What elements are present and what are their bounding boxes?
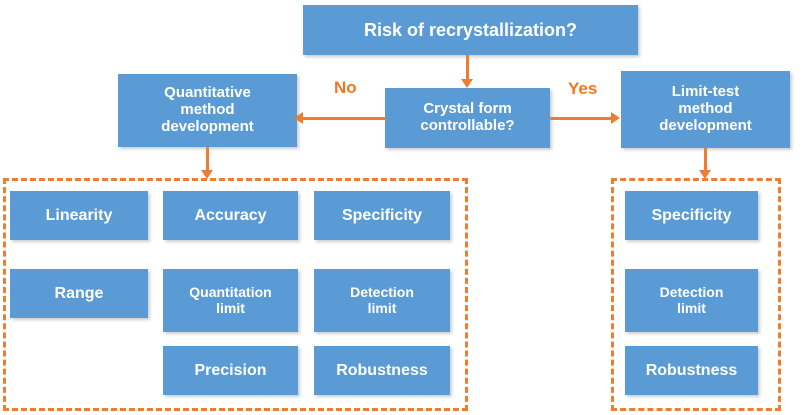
connector-limit-test-to-group bbox=[704, 148, 707, 171]
arrowhead-yes-branch bbox=[611, 112, 620, 124]
arrowhead-no-branch bbox=[294, 112, 303, 124]
node-range[interactable]: Range bbox=[10, 269, 148, 318]
node-linearity[interactable]: Linearity bbox=[10, 191, 148, 240]
node-detection-limit-limit-test[interactable]: Detection limit bbox=[625, 269, 758, 332]
node-risk-of-recrystallization[interactable]: Risk of recrystallization? bbox=[303, 5, 638, 55]
connector-root-to-decision bbox=[466, 55, 469, 80]
group-limit-test-validation-parameters bbox=[611, 178, 781, 411]
edge-label-no: No bbox=[334, 78, 357, 97]
node-specificity-quantitative[interactable]: Specificity bbox=[314, 191, 450, 240]
node-precision[interactable]: Precision bbox=[163, 346, 298, 395]
node-specificity-limit-test[interactable]: Specificity bbox=[625, 191, 758, 240]
connector-yes-branch bbox=[550, 117, 612, 120]
node-accuracy[interactable]: Accuracy bbox=[163, 191, 298, 240]
connector-no-branch bbox=[303, 117, 386, 120]
edge-label-yes: Yes bbox=[568, 79, 598, 98]
arrowhead-quantitative-to-group bbox=[201, 170, 213, 179]
arrowhead-root-to-decision bbox=[461, 79, 473, 88]
node-robustness-limit-test[interactable]: Robustness bbox=[625, 346, 758, 395]
node-crystal-form-controllable[interactable]: Crystal form controllable? bbox=[385, 88, 550, 148]
arrowhead-limit-test-to-group bbox=[699, 170, 711, 179]
group-quantitative-validation-parameters bbox=[3, 178, 468, 411]
node-quantitation-limit[interactable]: Quantitation limit bbox=[163, 269, 298, 332]
node-quantitative-method-development[interactable]: Quantitative method development bbox=[118, 74, 297, 147]
node-detection-limit-quantitative[interactable]: Detection limit bbox=[314, 269, 450, 332]
connector-quantitative-to-group bbox=[206, 147, 209, 171]
node-limit-test-method-development[interactable]: Limit-test method development bbox=[621, 71, 790, 148]
node-robustness-quantitative[interactable]: Robustness bbox=[314, 346, 450, 395]
